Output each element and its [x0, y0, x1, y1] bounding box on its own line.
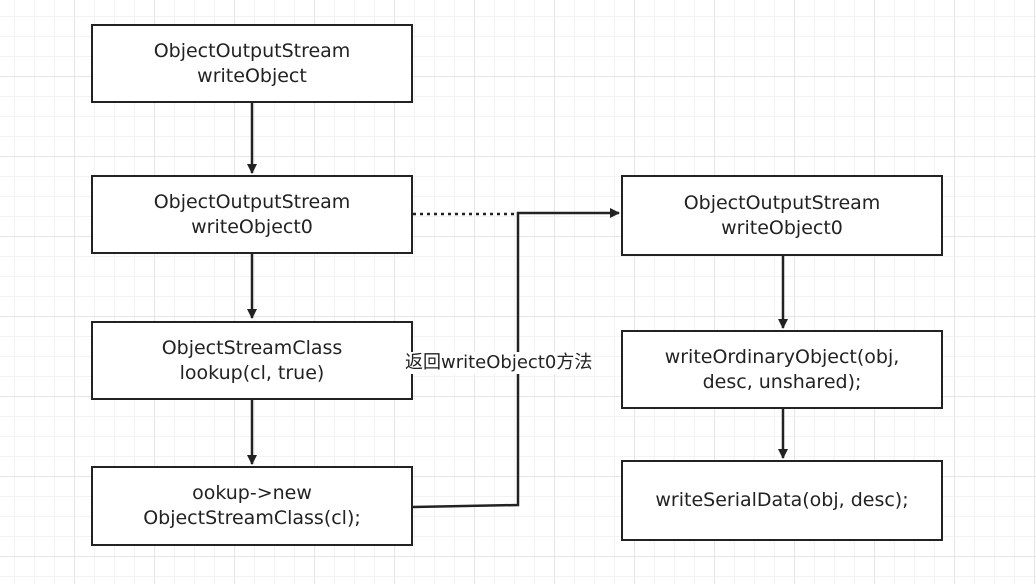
node-line: ObjectOutputStream: [683, 191, 881, 214]
node-new-objectstreamclass[interactable]: ookup->new ObjectStreamClass(cl);: [91, 466, 413, 546]
node-line: ObjectOutputStream: [153, 39, 351, 62]
node-line: lookup(cl, true): [179, 361, 325, 384]
node-objectoutputstream-writeobject0[interactable]: ObjectOutputStream writeObject0: [91, 175, 413, 254]
node-line: desc, unshared);: [702, 370, 862, 393]
node-line: writeObject0: [721, 216, 843, 239]
node-writeordinaryobject[interactable]: writeOrdinaryObject(obj, desc, unshared)…: [621, 330, 943, 409]
node-writeserialdata[interactable]: writeSerialData(obj, desc);: [621, 460, 943, 541]
node-line: ObjectStreamClass: [161, 336, 343, 359]
node-objectstreamclass-lookup[interactable]: ObjectStreamClass lookup(cl, true): [91, 321, 413, 400]
node-line: writeObject: [197, 64, 307, 87]
node-line: ObjectStreamClass(cl);: [143, 507, 361, 529]
node-line: ObjectOutputStream: [153, 190, 351, 213]
node-objectoutputstream-writeobject0-right[interactable]: ObjectOutputStream writeObject0: [621, 175, 943, 256]
node-line: writeSerialData(obj, desc);: [655, 489, 909, 512]
node-line: ookup->new: [192, 482, 312, 505]
node-objectoutputstream-writeobject[interactable]: ObjectOutputStream writeObject: [91, 24, 413, 103]
return-edge-label: 返回writeObject0方法: [404, 352, 594, 374]
node-line: writeOrdinaryObject(obj,: [664, 345, 900, 368]
node-line: writeObject0: [191, 215, 313, 238]
